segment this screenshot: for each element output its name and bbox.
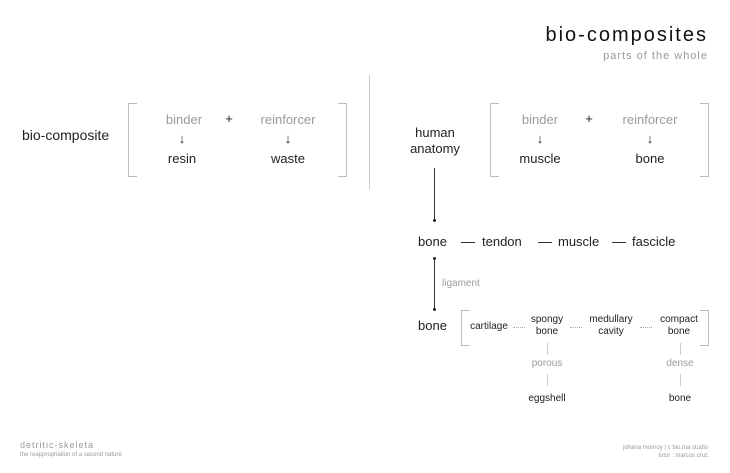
- cartilage-label: cartilage: [470, 321, 508, 332]
- tutor-text: tutor : marcos cruz: [658, 453, 708, 459]
- divider: [369, 75, 370, 190]
- bracket-left: [490, 103, 499, 177]
- medullary-label: medullary: [589, 314, 633, 325]
- bracket-left: [128, 103, 137, 177]
- link-line: [570, 327, 582, 328]
- bracket-right: [700, 103, 709, 177]
- resin-label: resin: [167, 151, 197, 166]
- page-title: bio-composites: [545, 24, 708, 46]
- chain-muscle: muscle: [558, 234, 600, 249]
- arrow-down-icon: ↓: [284, 131, 292, 146]
- muscle-label: muscle: [519, 151, 561, 166]
- spongy-label: spongy: [530, 314, 564, 325]
- link-line: [612, 242, 626, 243]
- anatomy-label: anatomy: [410, 141, 460, 156]
- cavity-label: cavity: [598, 326, 624, 337]
- spongy-bone-label: bone: [535, 326, 559, 337]
- bio-composite-label: bio-composite: [22, 127, 110, 143]
- ligament-label: ligament: [442, 278, 480, 289]
- arrow-down-icon: ↓: [536, 131, 544, 146]
- human-label: human: [415, 125, 455, 140]
- page-subtitle: parts of the whole: [603, 50, 708, 62]
- reinforcer-label: reinforcer: [622, 112, 678, 127]
- arrow-down-icon: ↓: [178, 131, 186, 146]
- connector-line: [434, 168, 435, 220]
- arrow-line: [680, 374, 681, 386]
- bone-result-label: bone: [668, 393, 692, 404]
- link-line: [538, 242, 552, 243]
- binder-label: binder: [521, 112, 559, 127]
- connector-dot: [433, 308, 436, 311]
- eggshell-label: eggshell: [528, 393, 566, 404]
- link-line: [640, 327, 652, 328]
- reinforcer-label: reinforcer: [260, 112, 316, 127]
- compact-bone-label: bone: [667, 326, 691, 337]
- connector-dot: [433, 219, 436, 222]
- bracket-right: [700, 310, 709, 346]
- credit-text: johana monroy | c bio.ma studio: [623, 445, 708, 451]
- link-line: [513, 327, 525, 328]
- binder-label: binder: [165, 112, 203, 127]
- project-title: detritic-skeleta: [20, 440, 95, 450]
- bone-label: bone: [635, 151, 665, 166]
- plus-sign: +: [585, 111, 593, 126]
- chain-fascicle: fascicle: [632, 234, 676, 249]
- chain-bone: bone: [418, 234, 447, 249]
- porous-label: porous: [531, 358, 563, 369]
- plus-sign: +: [225, 111, 233, 126]
- chain-tendon: tendon: [482, 234, 522, 249]
- arrow-down-icon: ↓: [646, 131, 654, 146]
- arrow-line: [547, 374, 548, 386]
- link-line: [461, 242, 475, 243]
- arrow-line: [547, 343, 548, 355]
- waste-label: waste: [271, 151, 305, 166]
- ligament-line: [434, 258, 435, 310]
- arrow-line: [680, 343, 681, 355]
- structure-bone-label: bone: [418, 318, 447, 333]
- bracket-left: [461, 310, 470, 346]
- bracket-right: [338, 103, 347, 177]
- dense-label: dense: [666, 358, 694, 369]
- compact-label: compact: [660, 314, 698, 325]
- project-tagline: the reappropriation of a second nature: [20, 452, 122, 458]
